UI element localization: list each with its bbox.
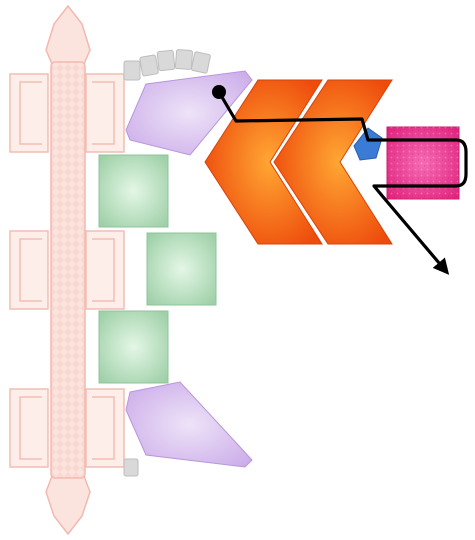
grey-cap [190,51,211,74]
bracket-right [85,73,125,153]
bracket-group-middle [9,230,125,310]
grey-cap-bottom [123,458,139,477]
blue-tab [353,127,383,161]
bracket-left [9,388,49,468]
filled-circle-icon [212,85,226,99]
grey-cap [123,60,141,81]
green-subunit-middle [146,232,217,306]
green-subunit-upper [98,154,169,228]
bracket-right [85,388,125,468]
grey-cap [139,54,159,77]
bracket-left [9,230,49,310]
grey-cap [174,49,193,70]
bracket-group-top [9,73,125,153]
grey-cap [156,49,176,72]
green-subunit-lower [98,310,169,384]
spine-top-cap [45,4,91,65]
pathway-line [217,90,468,275]
spine-bottom-cap [45,475,91,536]
grey-cap-row [123,49,211,81]
bracket-group-bottom [9,388,125,468]
membrane-spine [45,4,91,536]
bracket-left [9,73,49,153]
spine-column [50,61,86,479]
bracket-right [85,230,125,310]
pink-block [386,126,460,200]
lilac-subunit-bottom [125,381,253,468]
